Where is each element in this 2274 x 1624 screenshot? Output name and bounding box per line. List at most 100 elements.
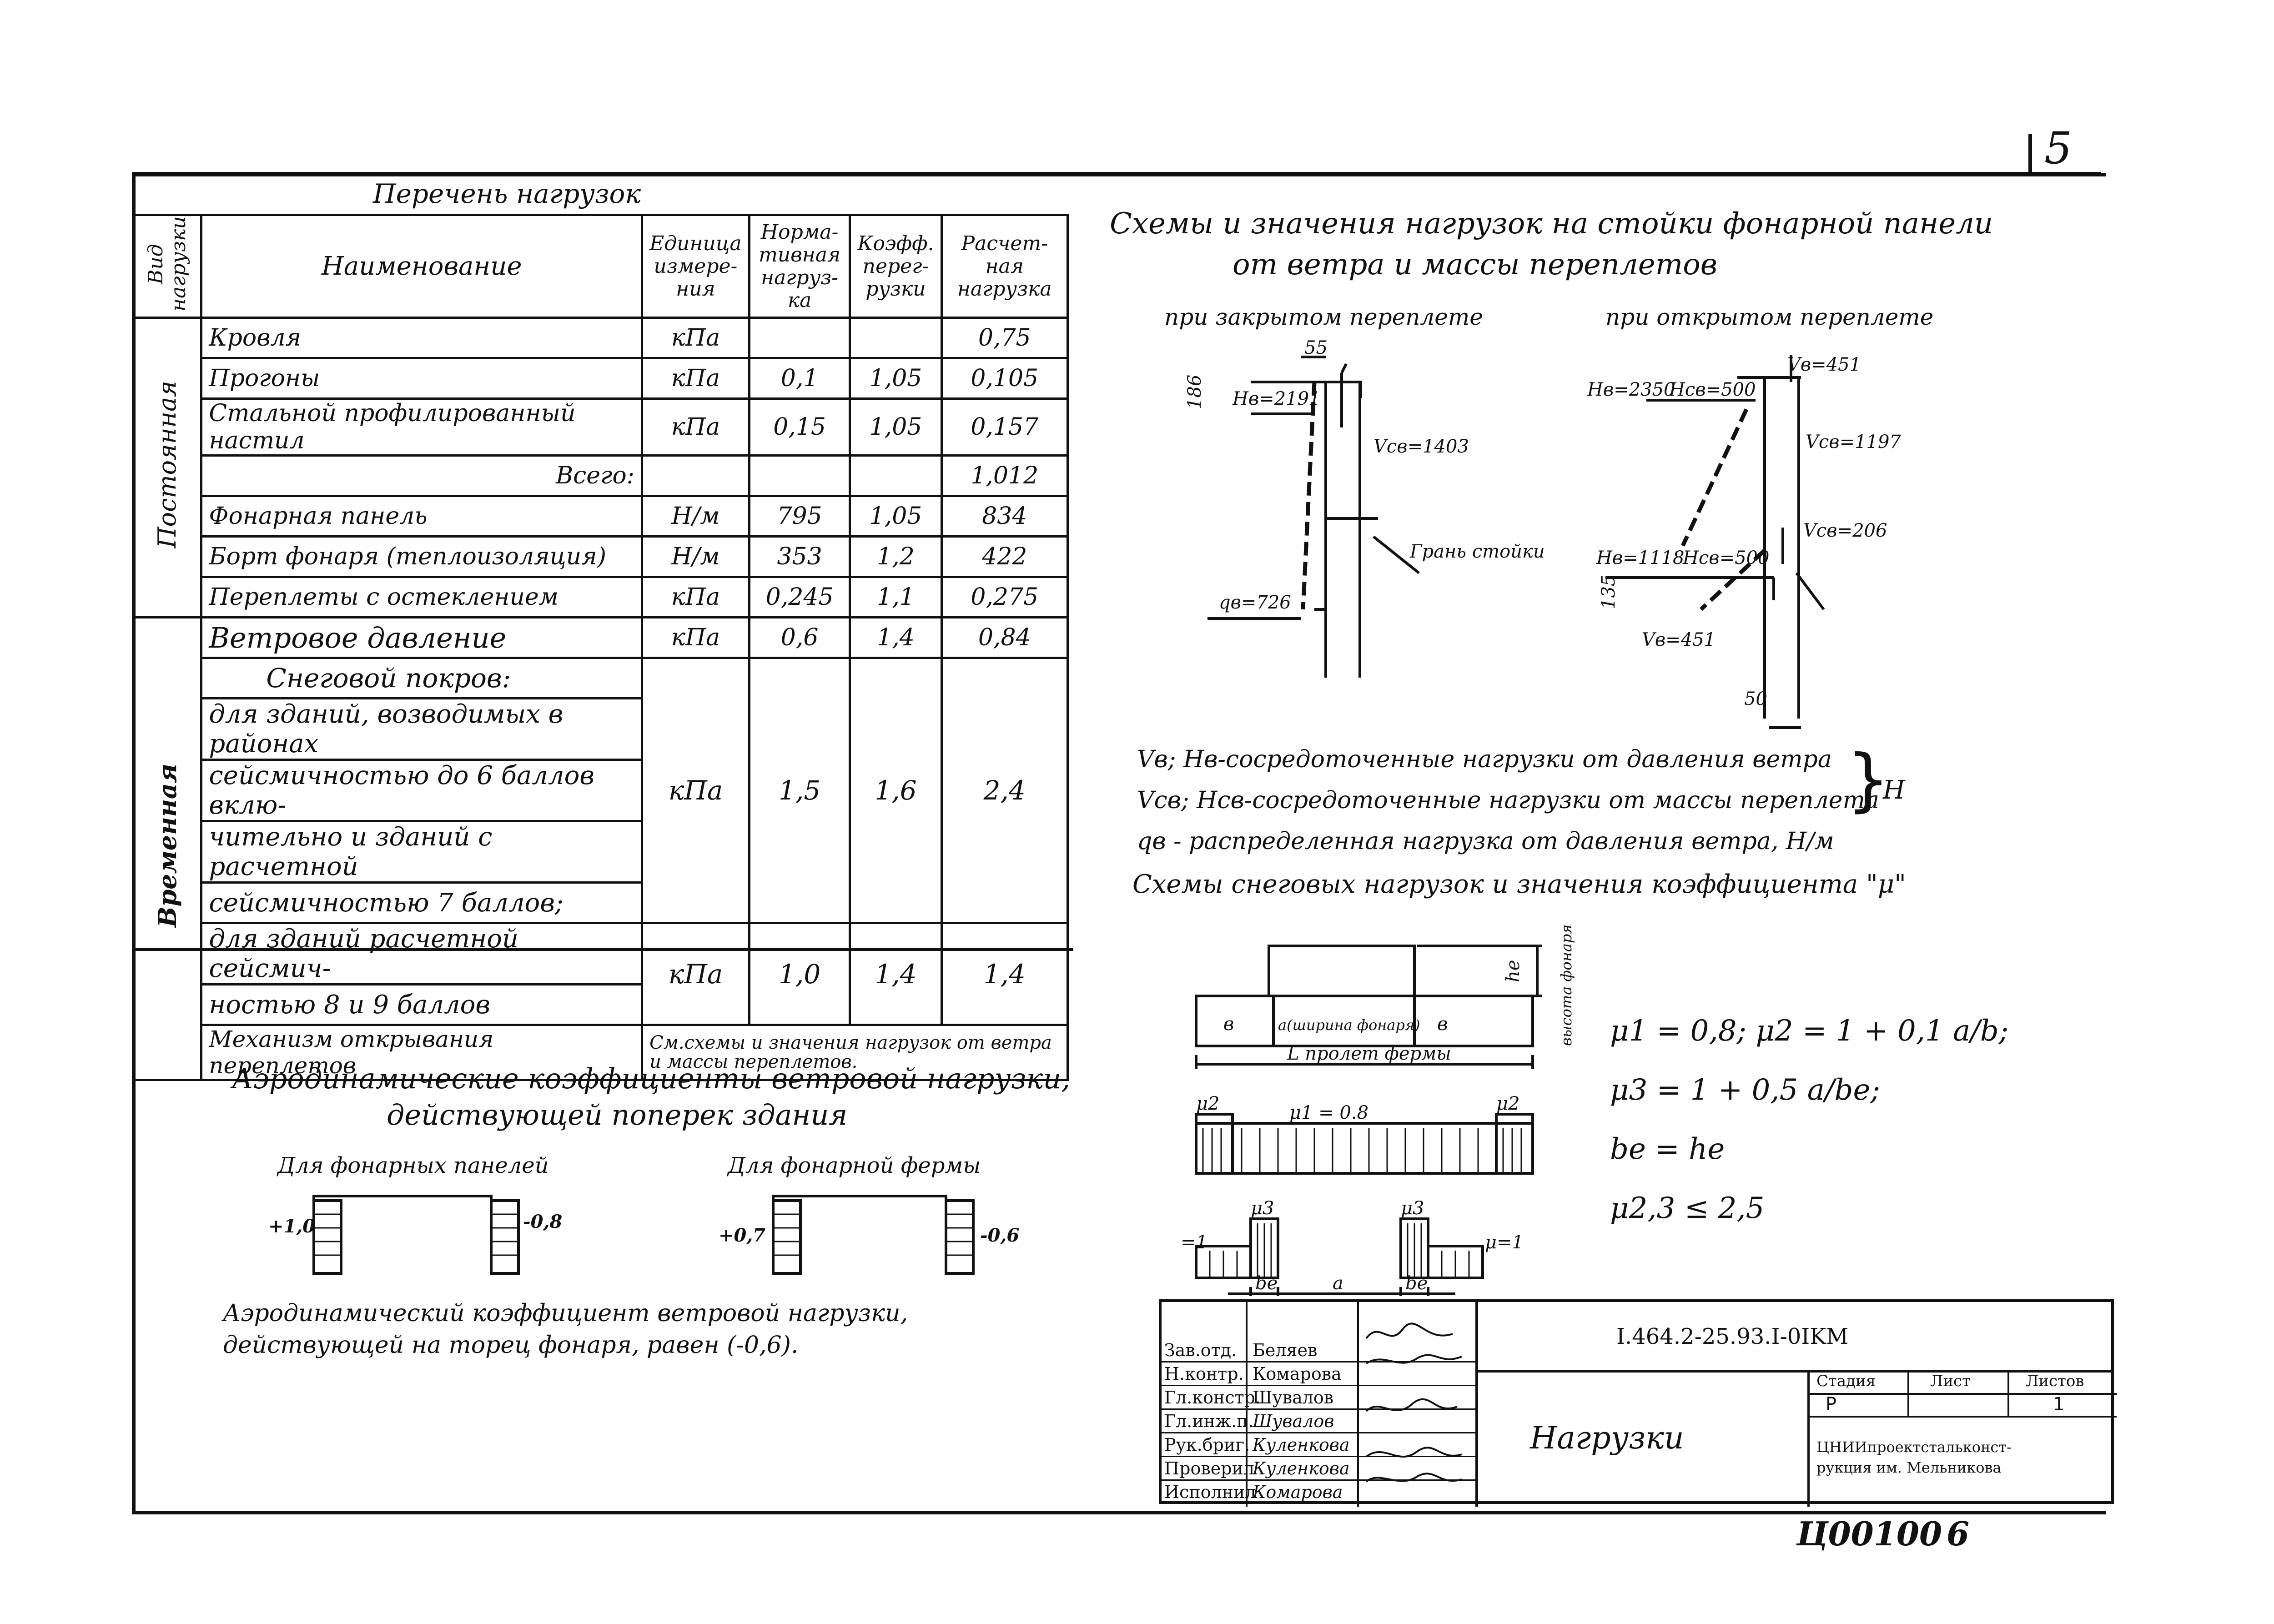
schemes-title-1: Схемы и значения нагрузок на стойки фона… (1110, 207, 1993, 241)
snow-a-factor: 1,6 (849, 657, 943, 924)
row-design: 0,75 (940, 317, 1069, 359)
header-factor: Коэфф. перег-рузки (849, 214, 943, 319)
row-factor (849, 454, 943, 497)
snow-b-factor: 1,4 (849, 922, 943, 1026)
row-design: 0,275 (940, 576, 1069, 618)
aero-panels-caption: Для фонарных панелей (277, 1153, 549, 1178)
snow-a-width: a(ширина фонаря) (1278, 1016, 1420, 1034)
snow-mu-1-left: μ=1 (1182, 1232, 1207, 1253)
table-row: чительно и зданий с расчетной (133, 820, 1068, 884)
snow-b-left: в (1223, 1014, 1234, 1035)
label-qb: qв=726 (1219, 592, 1291, 613)
snow-a-line: для зданий, возводимых в районах (200, 697, 644, 761)
table-row: Всего: 1,012 (133, 454, 1069, 497)
label-vb-top: Vв=451 (1787, 354, 1861, 375)
aero-panel-right: -0,8 (523, 1211, 562, 1232)
frame-top-line (132, 172, 2101, 175)
dim-135: 135 (1598, 575, 1619, 609)
row-unit: Н/м (641, 535, 750, 578)
snow-a-normative: 1,5 (748, 657, 851, 924)
row-factor: 1,4 (849, 616, 943, 659)
row-unit: кПа (641, 317, 750, 359)
label-hb-closed: Нв=2191 (1232, 388, 1320, 409)
snow-mu-1-right: μ=1 (1485, 1232, 1524, 1253)
sheet-title: Нагрузки (1530, 1420, 1684, 1456)
row-normative: 0,245 (748, 576, 851, 618)
row-name: Прогоны (200, 357, 644, 400)
org-line-2: рукция им. Мельникова (1816, 1459, 2002, 1476)
table-row: сейсмичностью до 6 баллов вклю- (133, 759, 1068, 822)
header-normative: Норма-тивная нагруз-ка (748, 214, 851, 319)
row-name: Стальной профилированный настил (200, 397, 644, 457)
dim-186: 186 (1184, 375, 1205, 409)
mechanism-name: Механизм открывания переплетов (200, 1024, 644, 1081)
row-design: 422 (940, 535, 1069, 578)
snow-b-right: в (1437, 1014, 1448, 1035)
header-unit: Единица измере-ния (641, 214, 750, 319)
title-block: I.464.2-25.93.I-0IKM Нагрузки Стадия Лис… (1159, 1299, 2117, 1507)
dim-55: 55 (1304, 337, 1328, 358)
stamp-row: Н.контр.Комарова (1162, 1362, 1475, 1386)
mechanism-note: См.схемы и значения нагрузок от ветра и … (641, 1024, 1069, 1081)
table-row: Борт фонаря (теплоизоляция) Н/м 353 1,2 … (133, 535, 1069, 578)
stamp-row: Рук.бриг.Куленкова (1162, 1433, 1475, 1457)
row-unit: кПа (641, 397, 750, 457)
row-normative: 353 (748, 535, 851, 578)
aero-panel-left: +1,0 (268, 1216, 315, 1237)
table-row: Фонарная панель Н/м 795 1,05 834 (133, 495, 1069, 538)
table-row: Переплеты с остеклением кПа 0,245 1,1 0,… (133, 576, 1069, 618)
snow-a: a (1333, 1273, 1343, 1294)
row-name: Всего: (200, 454, 644, 497)
label-hcb2-open: Нсв=500 (1682, 548, 1769, 568)
row-design: 1,012 (940, 454, 1069, 497)
snow-mu1: μ1 = 0.8 (1289, 1102, 1368, 1123)
dim-50: 50 (1744, 689, 1767, 709)
snow-mu3-right: μ3 (1401, 1198, 1424, 1219)
table-row-snow-title: Снеговой покров: кПа 1,5 1,6 2,4 (133, 657, 1069, 924)
sheets-value: 1 (2053, 1394, 2065, 1415)
row-unit: Н/м (641, 495, 750, 538)
snow-b-normative: 1,0 (748, 922, 851, 1026)
label-hcb-open: Нсв=500 (1669, 379, 1756, 400)
header-name: Наименование (200, 214, 644, 319)
open-caption: при открытом переплете (1605, 304, 1934, 330)
stage-label: Стадия (1816, 1372, 1876, 1390)
snow-b-line: для зданий расчетной сейсмич- (200, 922, 644, 985)
row-design: 0,157 (940, 397, 1069, 457)
row-unit: кПа (641, 576, 750, 618)
snow-he: hе (1503, 960, 1524, 982)
schemes-title-2: от ветра и массы переплетов (1233, 248, 1718, 282)
stage-value: Р (1826, 1394, 1837, 1415)
signatures (1365, 1322, 1462, 1483)
sheet-label: Лист (1930, 1372, 1971, 1390)
aero-end-1: Аэродинамический коэффициент ветровой на… (223, 1300, 908, 1327)
snow-height: высота фонаря (1558, 924, 1575, 1046)
aero-truss-left: +0,7 (719, 1225, 765, 1246)
row-factor: 1,1 (849, 576, 943, 618)
legend-unit: Н (1883, 775, 1905, 805)
row-normative: 0,1 (748, 357, 851, 400)
aero-title-2: действующей поперек здания (387, 1098, 848, 1131)
row-unit: кПа (641, 616, 750, 659)
row-factor: 1,2 (849, 535, 943, 578)
snow-a-line: сейсмичностью 7 баллов; (200, 881, 644, 924)
header-kind: Вид нагрузки (131, 214, 203, 319)
doc-code: I.464.2-25.93.I-0IKM (1616, 1324, 1849, 1349)
aero-truss-caption: Для фонарной фермы (728, 1153, 981, 1178)
label-vcb-open: Vсв=1197 (1806, 432, 1901, 453)
stamp-row: Зав.отд.Беляев (1162, 1338, 1475, 1363)
row-name: Ветровое давление (200, 616, 644, 659)
row-factor: 1,05 (849, 397, 943, 457)
snow-title: Снеговой покров: (200, 657, 644, 699)
snow-mu3-left: μ3 (1251, 1198, 1274, 1219)
table-row: Постоянная Кровля кПа 0,75 (131, 317, 1069, 618)
loads-table-title: Перечень нагрузок (373, 178, 641, 209)
aero-truss-right: -0,6 (980, 1225, 1019, 1246)
snow-a-unit: кПа (641, 657, 750, 924)
snow-span: L пролет фермы (1287, 1043, 1451, 1064)
row-normative (748, 317, 851, 359)
snow-mu2-left: μ2 (1196, 1093, 1219, 1114)
table-row: Стальной профилированный настил кПа 0,15… (133, 397, 1069, 457)
